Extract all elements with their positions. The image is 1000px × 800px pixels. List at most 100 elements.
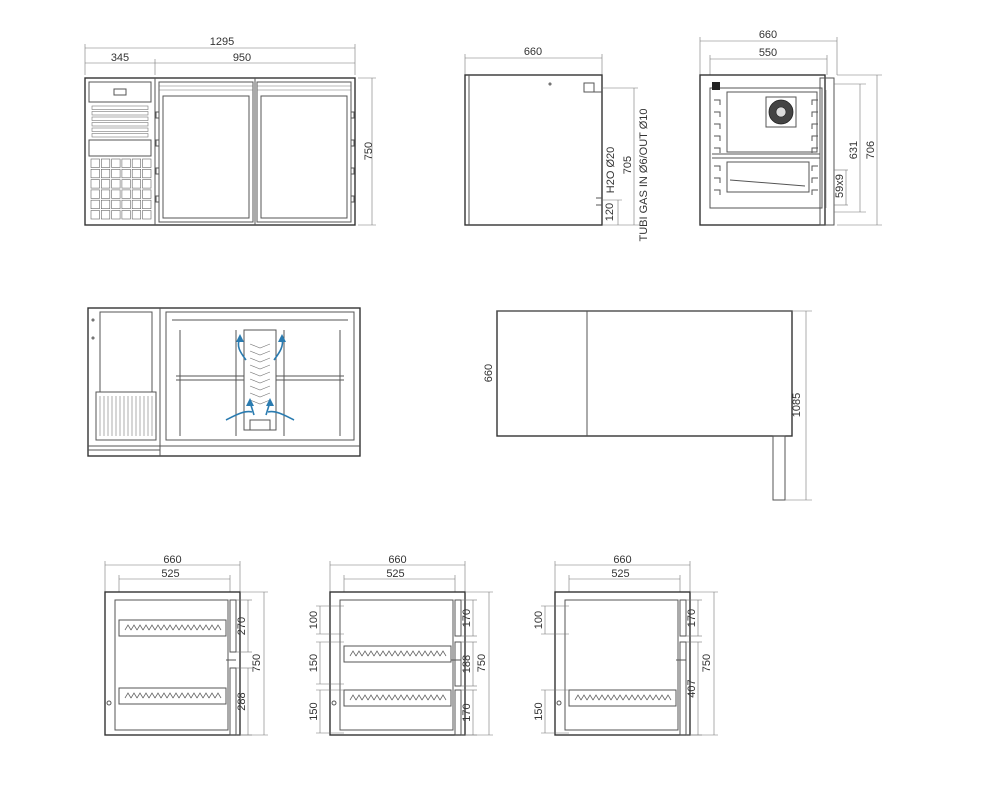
grille-cell (131, 210, 141, 220)
cross-section-view: 660 550 631 706 59x9 (699, 29, 882, 226)
grille-cell (101, 210, 111, 220)
shelf-bracket (811, 99, 818, 105)
gas-pipes-label: TUBI GAS IN Ø6/OUT Ø10 (638, 108, 650, 241)
hinge (350, 139, 355, 147)
dim-total-width: 1295 (210, 36, 234, 48)
shelf-bracket (811, 177, 818, 183)
cabinet-body (104, 591, 241, 736)
control-slat (91, 122, 149, 127)
dim-120: 120 (604, 203, 616, 221)
grille-cell (121, 189, 131, 199)
grille-cell (90, 210, 100, 220)
dim-cabinet-height: 750 (701, 654, 713, 672)
dim-left-height: 150 (308, 654, 320, 672)
vent-grille (349, 694, 447, 701)
evaporator-fin (249, 399, 271, 405)
evaporator-fin (249, 385, 271, 391)
shelf-bracket (714, 177, 721, 183)
drawer-front (118, 619, 227, 637)
grille-cell (142, 189, 152, 199)
evaporator-fin (249, 357, 271, 363)
evaporator-fin (249, 364, 271, 370)
grille-cell (131, 199, 141, 209)
dim-drawer-height: 407 (686, 679, 698, 697)
front-view: 1295 345 950 750 (84, 36, 376, 226)
drawer-slide (679, 599, 687, 637)
dim-drawer-height: 188 (461, 655, 473, 673)
dim-706: 706 (865, 141, 877, 159)
dim-side-depth: 660 (524, 46, 542, 58)
shelf-bracket (714, 165, 721, 171)
drawer-front (343, 645, 452, 663)
evaporator-fin (249, 343, 271, 349)
grille-cell (111, 169, 121, 179)
dim-inner-width: 525 (161, 568, 179, 580)
dim-inner-width: 525 (386, 568, 404, 580)
drawer-slide (229, 667, 237, 736)
shelf-bracket (714, 111, 721, 117)
dim-631: 631 (848, 141, 860, 159)
grille-cell (142, 199, 152, 209)
grille-cell (111, 158, 121, 168)
grille-cell (142, 169, 152, 179)
dim-cabinet-height: 750 (476, 654, 488, 672)
cabinet-body (554, 591, 691, 736)
drawer-view-1: 660 525 750 270 288 (104, 554, 268, 736)
grille-cell (101, 169, 111, 179)
hinge (155, 167, 160, 175)
inner-frame (339, 599, 454, 731)
grille-cell (131, 158, 141, 168)
drawer-slide (454, 599, 462, 637)
inner-frame (114, 599, 229, 731)
control-slat (91, 105, 149, 110)
shelf-bracket (811, 123, 818, 129)
grille-cell (90, 158, 100, 168)
dim-section-overall: 660 (759, 29, 777, 41)
shelf-bracket (811, 135, 818, 141)
dim-overall-width: 660 (163, 554, 181, 566)
grille-cell (111, 179, 121, 189)
grille-cell (121, 210, 131, 220)
control-slat (91, 116, 149, 121)
drawer-front (568, 689, 677, 707)
evaporator-fin (249, 350, 271, 356)
dim-inner-width: 525 (611, 568, 629, 580)
dim-drawer-height: 288 (236, 692, 248, 710)
grille-cell (142, 158, 152, 168)
dim-drawer-height: 170 (461, 609, 473, 627)
dim-left-height: 100 (308, 611, 320, 629)
dim-gap: 59x9 (834, 174, 846, 198)
grille-cell (131, 179, 141, 189)
grille-cell (101, 199, 111, 209)
evaporator-fin (249, 371, 271, 377)
dim-height: 750 (363, 142, 375, 160)
dim-cabinet-height: 750 (251, 654, 263, 672)
shelf-bracket (714, 123, 721, 129)
grille-cell (142, 179, 152, 189)
vent-grille (124, 624, 222, 631)
control-slat (91, 127, 149, 132)
dim-drawer-height: 270 (236, 617, 248, 635)
dim-left-height: 150 (533, 702, 545, 720)
grille-cell (90, 189, 100, 199)
evaporator-fin (249, 378, 271, 384)
control-slat (91, 133, 149, 138)
dim-overall-width: 660 (613, 554, 631, 566)
grille-cell (131, 169, 141, 179)
dim-left-width: 345 (111, 52, 129, 64)
shelf-bracket (714, 147, 721, 153)
dim-705: 705 (622, 156, 634, 174)
grille-cell (101, 179, 111, 189)
dim-left-height: 150 (308, 702, 320, 720)
vent-grille (124, 692, 222, 699)
grille-cell (142, 210, 152, 220)
shelf-bracket (811, 189, 818, 195)
shelf-bracket (811, 111, 818, 117)
grille-cell (101, 189, 111, 199)
shelf-bracket (811, 165, 818, 171)
grille-cell (121, 199, 131, 209)
drawer-views: 6605257502702886605257501701881701001501… (104, 554, 718, 736)
grille-cell (101, 158, 111, 168)
